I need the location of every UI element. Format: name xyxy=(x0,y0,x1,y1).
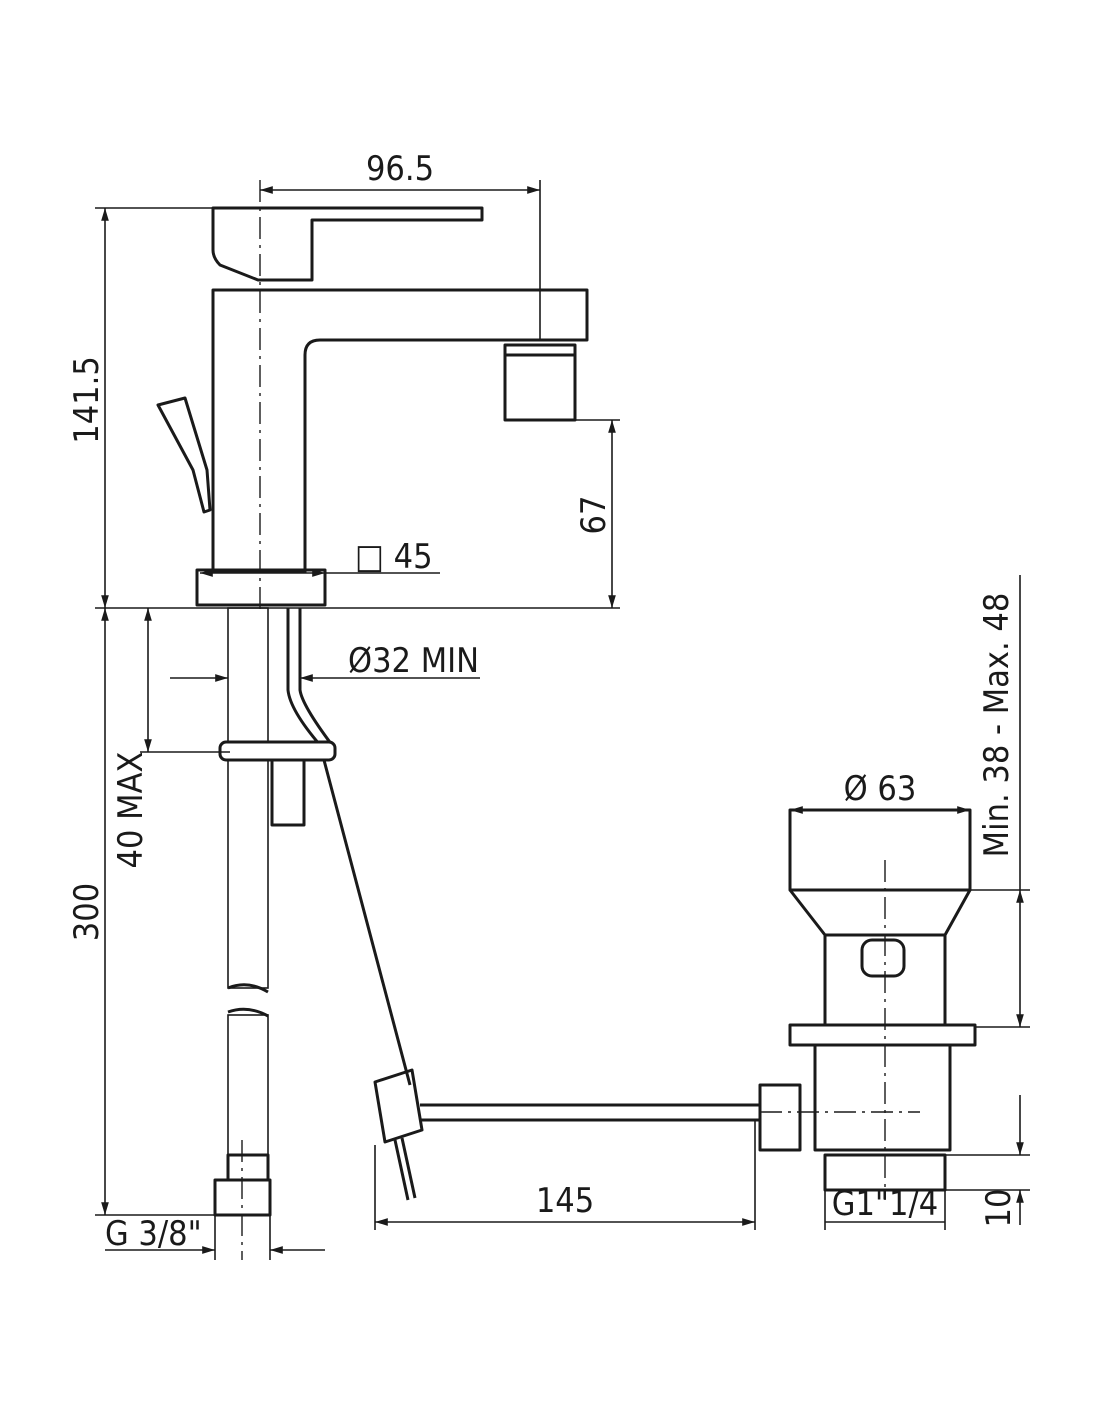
total-height-label: 141.5 xyxy=(67,356,107,444)
thread-length-label: 10 xyxy=(979,1189,1019,1228)
deck-thickness-label: 40 MAX xyxy=(111,752,151,869)
waste-thread-label: G1"1/4 xyxy=(832,1184,938,1224)
spout-height-label: 67 xyxy=(574,496,614,535)
waste-diameter-label: Ø 63 xyxy=(844,769,917,809)
waste-range-label: Min. 38 - Max. 48 xyxy=(977,593,1017,858)
hose-length-label: 300 xyxy=(67,883,107,941)
hose-thread-label: G 3/8" xyxy=(105,1214,202,1254)
base-square-label: □ 45 xyxy=(355,537,433,577)
dimension-lines xyxy=(95,180,1030,1260)
hole-diameter-label: Ø32 MIN xyxy=(348,641,479,681)
popup-rod xyxy=(218,608,760,1201)
rod-length-label: 145 xyxy=(536,1181,594,1221)
waste-fitting xyxy=(758,808,977,1200)
spout-reach-label: 96.5 xyxy=(366,149,434,189)
flexible-hose xyxy=(213,607,272,1260)
